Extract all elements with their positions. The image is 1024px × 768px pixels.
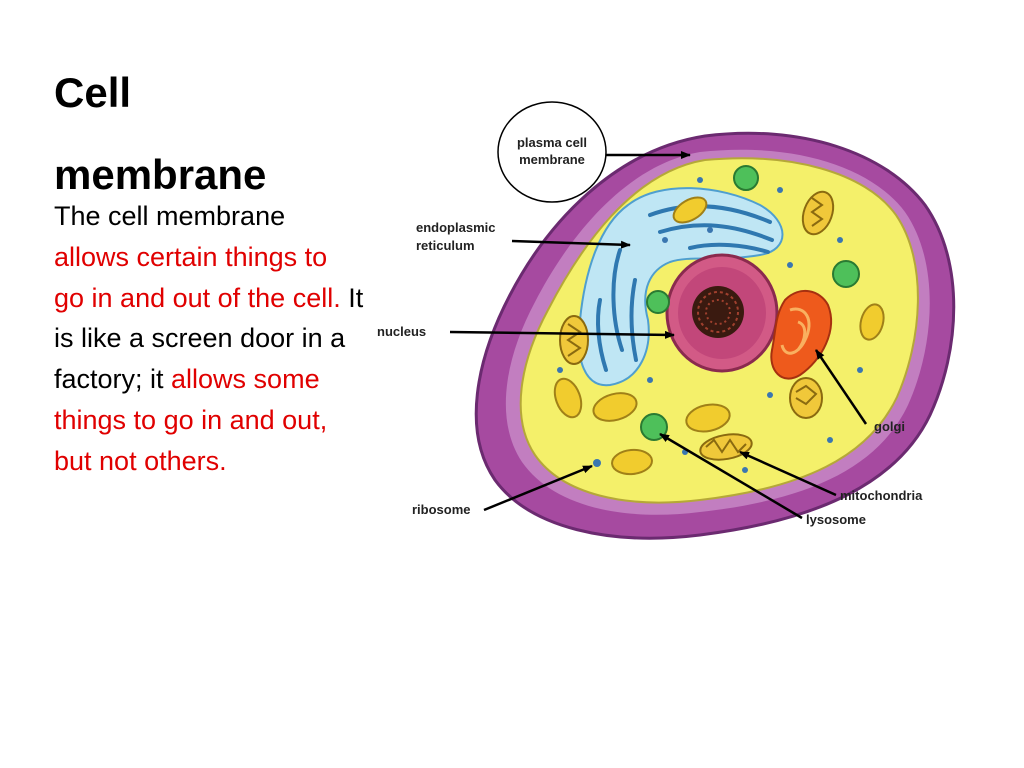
body-paragraph: The cell membrane allows certain things …: [54, 196, 364, 482]
slide-title: Cell membrane: [54, 69, 267, 198]
er-label-line1: endoplasmic: [416, 220, 495, 235]
er-folds: [596, 204, 774, 372]
mitochondrion: [801, 190, 835, 236]
ribosomes: [557, 177, 863, 473]
ribosome-label: ribosome: [412, 502, 471, 517]
mitochondria-label: mitochondria: [840, 488, 923, 503]
lysosome-label: lysosome: [806, 512, 866, 527]
highlighted-text-segment: allows certain things to go in and out o…: [54, 241, 341, 313]
text-segment: It is like a screen door in a factory; i…: [54, 282, 364, 395]
nucleus-label: nucleus: [377, 324, 426, 339]
arrow-er: [511, 239, 631, 249]
mitochondrion: [789, 377, 823, 419]
plasma-membrane-label-line1: plasma cell: [517, 135, 587, 150]
arrow-golgi: [814, 349, 868, 425]
plasma-membrane-label-line2: membrane: [519, 152, 585, 167]
arrow-lysosome: [659, 432, 803, 520]
er-label-line2: reticulum: [416, 238, 475, 253]
highlighted-text-segment: allows some things to go in and out, but…: [54, 364, 328, 476]
vesicles: [553, 196, 885, 476]
plasma-membrane-callout: [497, 101, 607, 203]
mitochondrion: [559, 315, 589, 365]
leader-arrows: [449, 151, 868, 520]
mitochondria-group: [559, 190, 835, 461]
arrow-mitochondria: [739, 450, 837, 497]
arrow-nucleus: [449, 330, 675, 339]
text-segment: The cell membrane: [54, 201, 286, 231]
chromatin: [692, 286, 744, 338]
mitochondrion: [699, 433, 753, 461]
arrow-ribosome: [483, 464, 593, 512]
golgi-label: golgi: [874, 419, 905, 434]
